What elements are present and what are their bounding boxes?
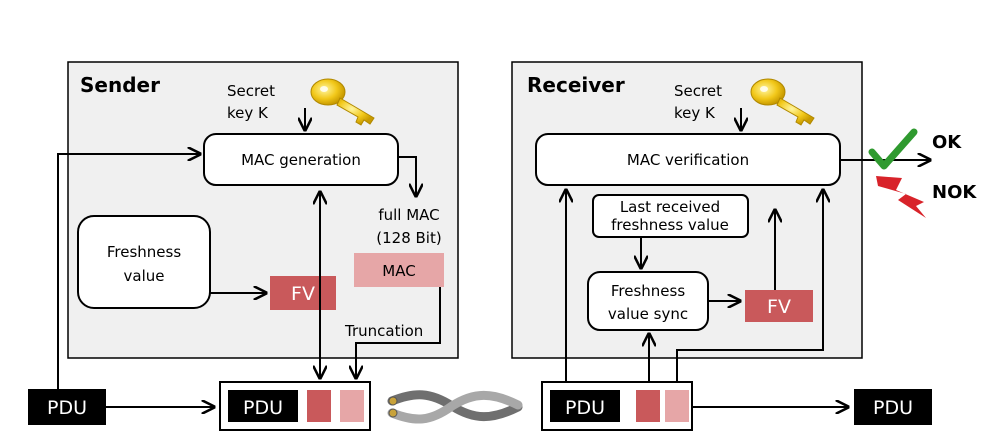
full-mac-label-2: (128 Bit) <box>376 229 441 247</box>
check-icon <box>868 128 918 170</box>
mac-gen-to-fullmac-arrow <box>398 156 416 196</box>
truncation-label: Truncation <box>344 322 423 340</box>
sender-fv-label: FV <box>291 283 315 305</box>
secured-fv-segment <box>307 390 331 422</box>
key-icon <box>750 78 815 126</box>
mac-segment-to-verification-arrow <box>676 190 823 381</box>
nok-label: NOK <box>932 182 977 203</box>
mac-verification-label: MAC verification <box>627 151 749 169</box>
last-freshness-box <box>592 194 749 238</box>
key-icon <box>310 78 375 126</box>
last-freshness-label-1: Last received <box>620 198 720 216</box>
receiver-fv-label: FV <box>767 296 791 318</box>
receiver-secret-label-1: Secret <box>674 82 722 100</box>
freshness-sync-label-2: value sync <box>608 305 688 323</box>
input-pdu-box <box>28 389 106 425</box>
sender-secret-label-1: Secret <box>227 82 275 100</box>
receiver-secret-label-2: key K <box>674 104 716 122</box>
mac-generation-label: MAC generation <box>241 151 361 169</box>
mac-generation-box <box>203 133 399 186</box>
received-pdu-label: PDU <box>565 397 605 419</box>
pdu-to-mac-gen-arrow <box>57 154 200 389</box>
receiver-title: Receiver <box>527 73 625 97</box>
last-freshness-label-2: freshness value <box>611 216 729 234</box>
truncation-arrow <box>356 287 441 378</box>
freshness-value-label-1: Freshness <box>107 243 181 261</box>
secured-pdu-box <box>228 390 298 422</box>
lightning-icon <box>876 176 926 218</box>
received-pdu-box <box>550 390 620 422</box>
input-pdu-label: PDU <box>47 397 87 419</box>
sender-mac-box <box>354 253 444 287</box>
cable-icon <box>387 390 523 424</box>
sender-mac-label: MAC <box>382 262 415 280</box>
sender-secret-label-2: key K <box>227 104 269 122</box>
full-mac-label-1: full MAC <box>378 206 439 224</box>
freshness-sync-label-1: Freshness <box>611 282 685 300</box>
output-pdu-label: PDU <box>873 397 913 419</box>
received-fv-segment <box>636 390 660 422</box>
receiver-fv-box <box>745 290 813 322</box>
output-pdu-box <box>854 389 932 425</box>
secured-mac-segment <box>340 390 364 422</box>
freshness-value-box <box>77 215 211 309</box>
secured-pdu-label: PDU <box>243 397 283 419</box>
received-mac-segment <box>665 390 689 422</box>
sender-title: Sender <box>80 73 160 97</box>
ok-label: OK <box>932 132 962 153</box>
freshness-value-label-2: value <box>124 267 165 285</box>
